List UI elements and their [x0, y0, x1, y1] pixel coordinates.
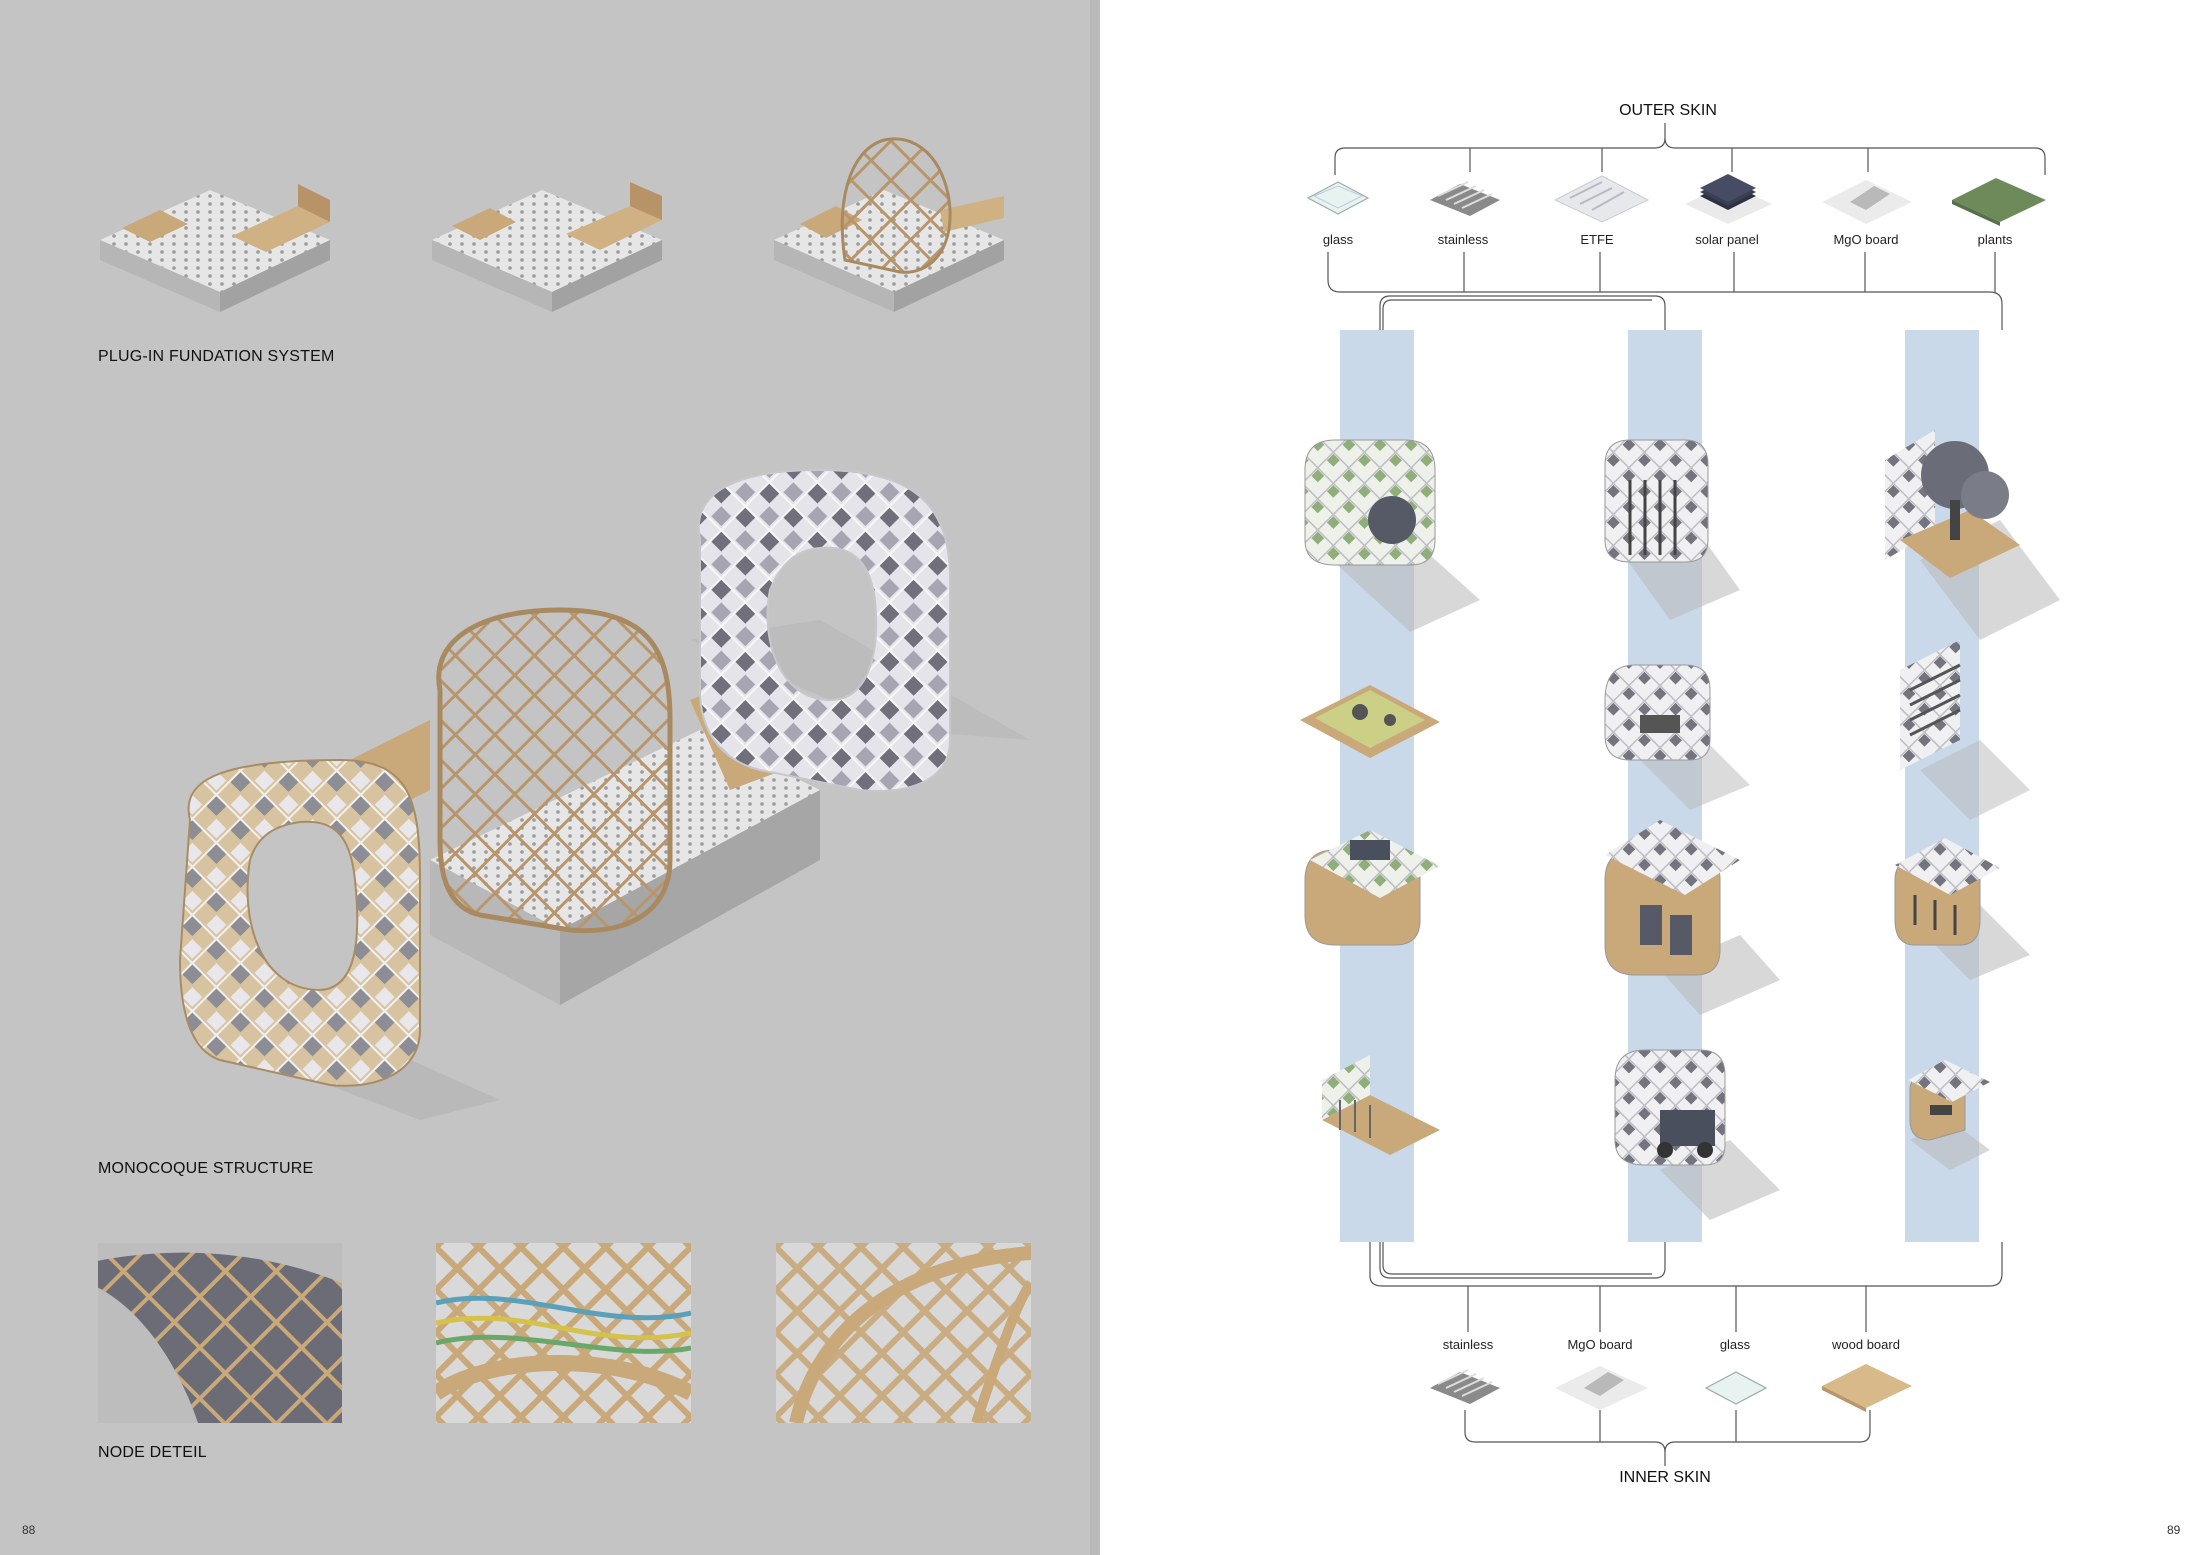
inner-label-glass: glass: [1719, 1337, 1751, 1352]
node-detail-2: [436, 1243, 691, 1423]
material-icon-solar-panel: [1685, 174, 1772, 224]
inner-skin-title: INNER SKIN: [1619, 1469, 1711, 1486]
pod-grid: [1300, 430, 2060, 1220]
pod-r2-c2: [1604, 664, 1750, 810]
pod-r2-c1: [1300, 685, 1440, 758]
inner-icon-stainless: [1430, 1369, 1500, 1404]
inner-label-wood-board: wood board: [1832, 1337, 1900, 1352]
outer-label-mgo-board: MgO board: [1833, 232, 1899, 247]
foundation-thumb-2: [432, 182, 662, 312]
outer-skin-title: OUTER SKIN: [1619, 102, 1717, 119]
outer-label-plants: plants: [1977, 232, 2013, 247]
outer-label-stainless: stainless: [1437, 232, 1489, 247]
foundation-thumb-1: [100, 184, 330, 312]
material-icon-mgo-board: [1822, 180, 1912, 224]
inner-label-stainless: stainless: [1442, 1337, 1494, 1352]
caption-monocoque-structure: MONOCOQUE STRUCTURE: [98, 1160, 314, 1177]
inner-skin-bracket: [1369, 1242, 2003, 1466]
pod-r3-c3: [1894, 838, 2030, 980]
pod-r1-c2: [1604, 439, 1740, 620]
node-detail-3: [776, 1243, 1031, 1423]
material-icon-etfe: [1553, 175, 1650, 223]
monocoque-illustration: [178, 468, 1030, 1120]
page-number-left: 88: [22, 1523, 36, 1537]
left-page-illustrations: [100, 137, 1030, 1120]
pod-r1-c3: [1885, 430, 2060, 640]
foundation-thumb-3: [774, 137, 1004, 312]
outer-label-solar-panel: solar panel: [1695, 232, 1759, 247]
page-number-right: 89: [2167, 1523, 2181, 1537]
pod-r2-c3: [1900, 640, 2030, 820]
material-icon-plants: [1952, 178, 2046, 226]
material-icon-stainless: [1430, 181, 1500, 216]
pod-r4-c2: [1614, 1049, 1780, 1220]
material-icon-glass: [1306, 181, 1370, 215]
caption-plug-in-foundation: PLUG-IN FUNDATION SYSTEM: [98, 348, 335, 365]
pod-r3-c2: [1604, 820, 1780, 1015]
pod-r3-c1: [1304, 830, 1440, 946]
pod-r4-c3: [1908, 1060, 1990, 1170]
left-page: PLUG-IN FUNDATION SYSTEM MONOCOQUE STRUC…: [0, 0, 1100, 1555]
outer-label-glass: glass: [1322, 232, 1354, 247]
right-page: OUTER SKIN glass stainless ETFE solar pa…: [1100, 0, 2200, 1555]
inner-icon-mgo-board: [1555, 1366, 1648, 1410]
inner-label-mgo-board: MgO board: [1567, 1337, 1633, 1352]
inner-icon-wood-board: [1822, 1364, 1912, 1412]
pod-r4-c1: [1322, 1055, 1440, 1155]
pod-r1-c1: [1304, 439, 1480, 632]
node-detail-1: [98, 1243, 342, 1423]
right-page-diagram: [1300, 123, 2060, 1466]
caption-node-detail: NODE DETEIL: [98, 1444, 207, 1461]
inner-icon-glass: [1704, 1371, 1768, 1405]
outer-skin-bracket: [1327, 123, 2046, 330]
outer-label-etfe: ETFE: [1580, 232, 1614, 247]
